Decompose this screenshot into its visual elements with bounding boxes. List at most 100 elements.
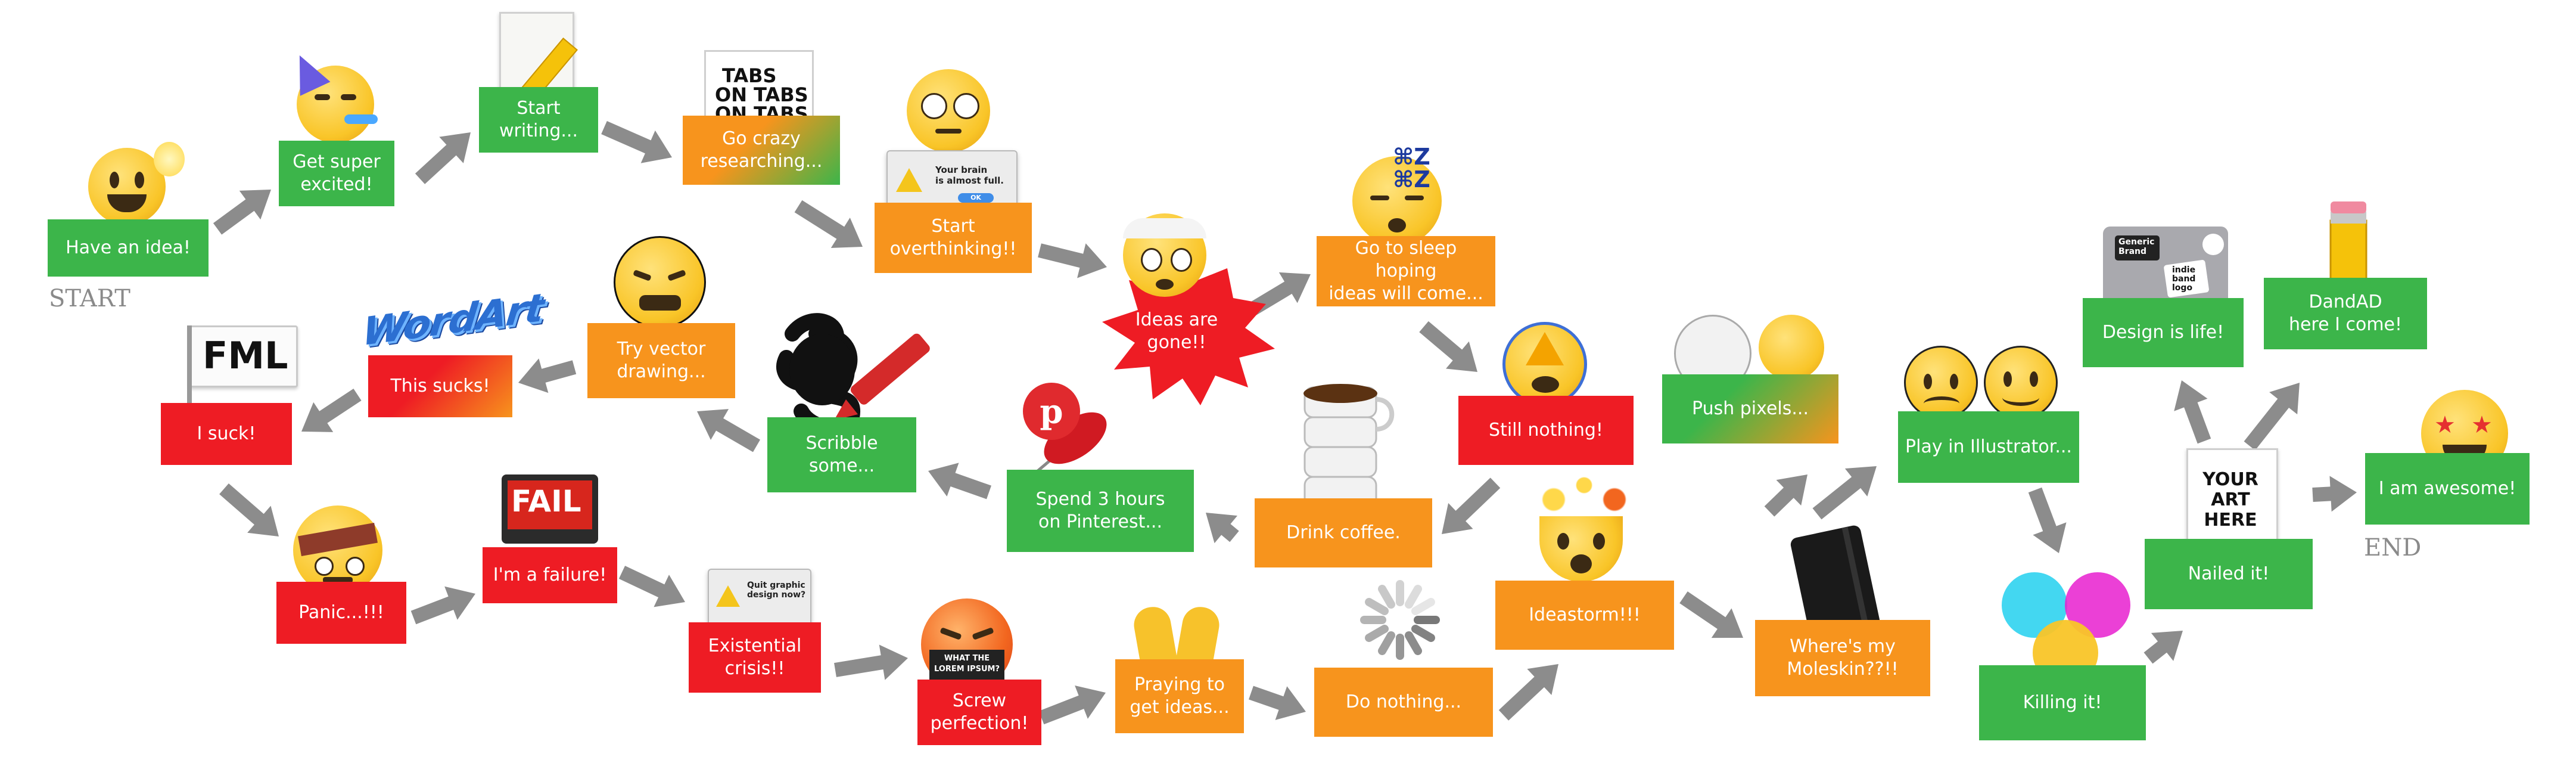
flow-arrow [1249, 686, 1306, 720]
flow-arrow [2028, 487, 2067, 553]
flow-arrow [1764, 474, 1807, 517]
flow-arrow [415, 132, 471, 184]
step-vector-drawing: Try vector drawing... [587, 323, 735, 398]
bandaged-emoji-icon [1123, 213, 1206, 297]
step-super-excited: Get super excited! [279, 141, 394, 206]
flow-arrow [2143, 631, 2183, 664]
sleeping-emoji-icon [1352, 156, 1442, 246]
step-design-is-life: Design is life! [2083, 298, 2244, 367]
idea-bulbs-icon [1533, 471, 1635, 519]
step-go-researching: Go crazy researching... [683, 116, 840, 185]
tabs-icon [704, 50, 814, 125]
start-label: START [49, 285, 130, 312]
flow-arrow [2244, 383, 2300, 451]
end-label: END [2364, 534, 2422, 562]
lightbulb-icon [154, 142, 185, 176]
step-drink-coffee: Drink coffee. [1255, 498, 1432, 567]
sleep-symbols: ⌘Z ⌘Z [1393, 144, 1430, 193]
pinterest-pin-icon: p [1023, 383, 1107, 478]
step-sleep-hoping: Go to sleep hoping ideas will come... [1317, 236, 1495, 306]
flow-arrow [834, 644, 908, 680]
flow-arrow [518, 358, 577, 393]
fail-monitor-icon [502, 474, 598, 544]
step-this-sucks: This sucks! [368, 355, 512, 417]
flow-arrow [301, 388, 362, 432]
your-art-here-text: YOUR ART HERE [2202, 469, 2258, 531]
angry-emoji-icon: WHAT THE LOREM IPSUM? [921, 598, 1013, 690]
step-i-suck: I suck! [161, 403, 292, 465]
step-have-idea: Have an idea! [48, 219, 209, 277]
flow-arrow [410, 586, 475, 625]
step-ideastorm: Ideastorm!!! [1495, 581, 1674, 650]
spinner-spoke [1411, 598, 1435, 615]
svg-text:p: p [1040, 392, 1063, 432]
angry-mask-text: WHAT THE LOREM IPSUM? [929, 650, 1004, 680]
quit-dialog-text: Quit graphic design now? [747, 581, 806, 600]
laptop-sticker-1: Generic Brand [2118, 237, 2155, 256]
tabs-line-1: TABS [722, 64, 777, 87]
fml-text: FML [203, 334, 288, 377]
spinner-spoke [1405, 585, 1422, 609]
flow-arrow [697, 409, 761, 452]
your-art-here-icon [2186, 448, 2278, 557]
flow-arrow [1206, 513, 1239, 544]
spinner-spoke [1405, 631, 1422, 655]
step-pinterest: Spend 3 hours on Pinterest... [1007, 470, 1194, 552]
flow-arrow [1442, 477, 1501, 534]
step-nailed-it: Nailed it! [2145, 539, 2313, 609]
step-start-overthinking: Start overthinking!! [875, 203, 1032, 273]
step-scribble: Scribble some... [767, 417, 916, 492]
flow-arrow [1038, 685, 1106, 725]
step-start-writing: Start writing... [479, 87, 598, 153]
flow-arrows [213, 121, 2357, 725]
idea-emoji-icon [88, 148, 166, 225]
flow-arrow [618, 566, 685, 607]
flow-arrow [219, 483, 279, 536]
flow-arrow [1679, 591, 1743, 638]
mind-blown-emoji-icon [1539, 516, 1623, 582]
laptop-icon [2103, 227, 2228, 307]
step-push-pixels: Push pixels... [1662, 374, 1838, 443]
tabs-line-2: ON TABS [715, 83, 808, 106]
quit-dialog-icon: Quit graphic design now? [708, 569, 811, 628]
sad-emoji-icon [1904, 346, 1978, 420]
loading-spinner-icon [1360, 580, 1440, 660]
step-dandad: DandAD here I come! [2264, 278, 2427, 349]
flow-arrow [794, 200, 863, 248]
spinner-spoke [1365, 625, 1389, 642]
flow-arrow [601, 121, 672, 163]
step-ideas-gone: Ideas are gone!! [1135, 309, 1218, 353]
happy-emoji-icon [1984, 346, 2058, 420]
panic-emoji-icon [293, 505, 382, 595]
step-still-nothing: Still nothing! [1458, 396, 1634, 465]
notebook-icon [1790, 525, 1880, 640]
step-moleskin: Where's my Moleskin??!! [1755, 620, 1930, 696]
spinner-spoke [1365, 598, 1389, 615]
flow-arrow [1498, 664, 1558, 721]
step-do-nothing: Do nothing... [1314, 668, 1493, 737]
brain-full-dialog: Your brain is almost full. OK [886, 150, 1018, 211]
flow-arrow [2174, 380, 2211, 444]
pixel-face-orange [1759, 315, 1824, 380]
brain-dialog-ok: OK [958, 193, 994, 203]
flow-arrow [1419, 321, 1477, 372]
warning-emoji-icon [1502, 322, 1587, 407]
vector-emoji-icon [614, 236, 706, 328]
starburst-shape [1102, 256, 1275, 405]
crayon-scribble-icon [776, 313, 930, 436]
step-panic: Panic...!!! [276, 582, 406, 644]
spinner-spoke [1378, 585, 1395, 609]
flow-arrow [1812, 466, 1877, 520]
eye-roll-emoji-icon [907, 69, 990, 153]
fail-text: FAIL [511, 484, 581, 519]
step-existential: Existential crisis!! [689, 622, 821, 693]
flow-arrow [213, 190, 271, 235]
laptop-sticker-2: indie band logo [2172, 265, 2196, 293]
brain-dialog-text: Your brain is almost full. [935, 165, 1004, 186]
step-screw-perfection: Screw perfection! [917, 680, 1041, 745]
spinner-spoke [1378, 631, 1395, 655]
step-illustrator: Play in Illustrator... [1898, 411, 2079, 483]
flag-pole [187, 325, 192, 415]
step-awesome: I am awesome! [2365, 453, 2530, 525]
